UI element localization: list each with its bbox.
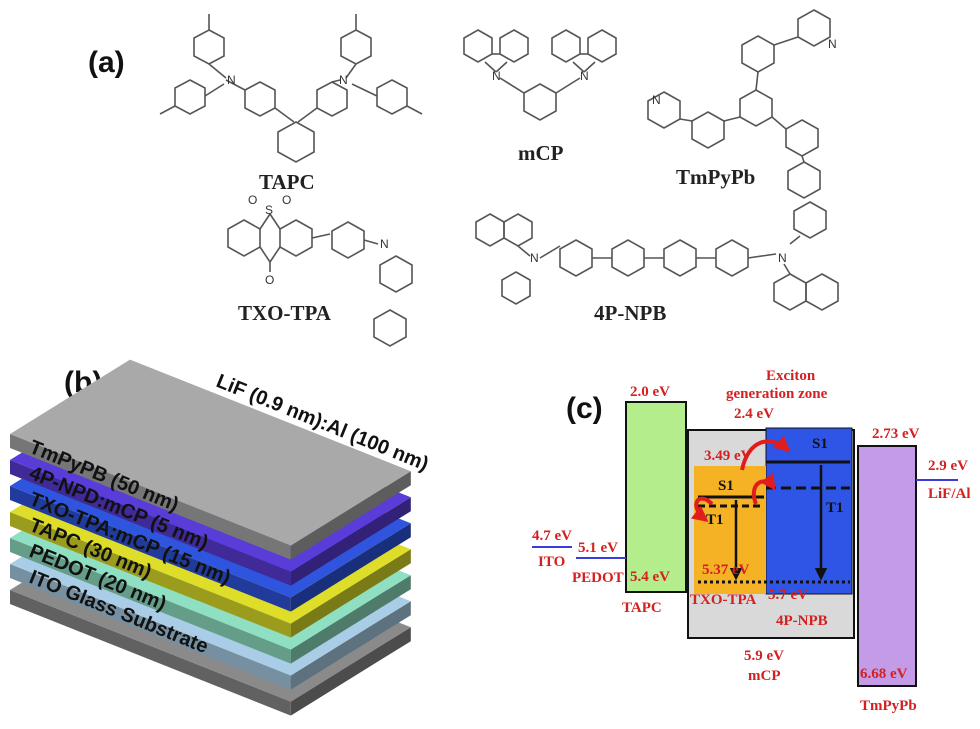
txo-o2: O (282, 193, 291, 207)
txo-s1-state-label: S1 (718, 478, 734, 494)
stack-layer-side (290, 575, 411, 664)
pedot-level-label: 5.1 eV (578, 540, 618, 556)
tapc-homo-label: 5.4 eV (630, 569, 670, 585)
txo-label: TXO-TPA (690, 592, 757, 608)
panel-a-label: (a) (88, 46, 125, 79)
txo-t1-state-label: T1 (706, 512, 724, 528)
txo-s1-label: 3.49 eV (704, 448, 752, 464)
npb-homo-label: 5.7 eV (768, 587, 808, 603)
mcp-homo-label: 5.9 eV (744, 648, 784, 664)
panel-b: (b) LiF (0.9 nm):Al (100 nm)TmPyPB (50 n… (10, 359, 432, 716)
panel-c: (c) Exciton generation zone 2.0 eV 2. (532, 368, 971, 714)
lif-label: LiF/Al (928, 486, 971, 502)
mcp-label: mCP (748, 668, 781, 684)
tmpypb-label: TmPyPb (860, 698, 917, 714)
tapc-band (625, 401, 687, 593)
txo-tpa-structure (227, 213, 413, 347)
panel-c-label: (c) (566, 392, 603, 425)
stack-layer-front (10, 590, 291, 716)
mcp-structure (463, 29, 617, 121)
pedot-label: PEDOT (572, 570, 624, 586)
txo-s: S (265, 203, 273, 217)
stack-layer-side (290, 497, 411, 586)
stack-layer-front (10, 564, 291, 690)
npb-label: 4P-NPB (776, 613, 828, 629)
tapc-lumo-label: 2.0 eV (630, 384, 670, 400)
tapc-name: TAPC (259, 170, 315, 194)
tmpypb-name: TmPyPb (676, 165, 755, 189)
np4b-name: 4P-NPB (594, 301, 666, 325)
tapc-label: TAPC (622, 600, 662, 616)
tapc-n1: N (227, 73, 236, 87)
transfer-arrow-left (690, 496, 714, 522)
stack-layer-front (10, 512, 291, 638)
np4b-n1: N (530, 251, 539, 265)
mcp-n1: N (492, 69, 501, 83)
device-stack: LiF (0.9 nm):Al (100 nm)TmPyPB (50 nm)4P… (10, 359, 432, 716)
transfer-arrow-top (740, 435, 791, 471)
stack-layer-front (10, 538, 291, 664)
tmpypb-lumo-label: 2.73 eV (872, 426, 920, 442)
npb-t1-label: T1 (826, 500, 844, 516)
stack-layer-front (10, 486, 291, 612)
stack-layer-front (10, 434, 291, 560)
txo-tpa-name: TXO-TPA (238, 301, 332, 325)
mcp-name: mCP (518, 141, 564, 165)
tmpypb-n2: N (652, 93, 661, 107)
stack-layer-side (290, 549, 411, 638)
stack-layer-side (290, 601, 411, 690)
npb-band (765, 427, 853, 595)
mcp-n2: N (580, 69, 589, 83)
tmpypb-n1: N (828, 37, 837, 51)
txo-lumo-label: 2.4 eV (734, 406, 774, 422)
stack-layer-side (290, 523, 411, 612)
stack-layer-side (290, 627, 411, 716)
stack-layer-front (10, 460, 291, 586)
tmpypb-band (857, 445, 917, 687)
tapc-n2: N (339, 73, 348, 87)
tapc-structure (159, 14, 423, 163)
stack-layer (10, 359, 411, 560)
txo-n: N (380, 237, 389, 251)
np4b-structure (475, 201, 839, 311)
txo-o3: O (265, 273, 274, 287)
transfer-arrow-right (752, 472, 776, 505)
exciton-title-line2: generation zone (726, 386, 828, 402)
stack-layer-top (10, 359, 411, 546)
tmpypb-structure (647, 9, 831, 199)
txo-o1: O (248, 193, 257, 207)
exciton-title-line1: Exciton (766, 368, 816, 384)
tmpypb-homo-label: 6.68 eV (860, 666, 908, 682)
stack-layer-side (290, 471, 411, 560)
ito-label: ITO (538, 554, 565, 570)
panel-a: (a) N N TAPC (88, 9, 839, 347)
lif-level-label: 2.9 eV (928, 458, 968, 474)
ito-level-label: 4.7 eV (532, 528, 572, 544)
txo-homo-label: 5.37 eV (702, 562, 750, 578)
np4b-n2: N (778, 251, 787, 265)
npb-s1-label: S1 (812, 436, 828, 452)
